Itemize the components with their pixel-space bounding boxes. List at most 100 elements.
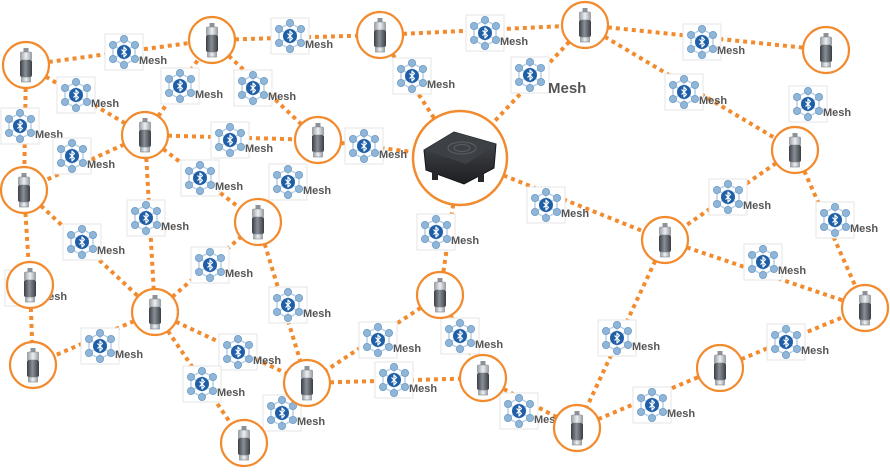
mesh-label: Mesh xyxy=(161,221,189,233)
vibration-sensor-icon xyxy=(659,223,671,258)
mesh-label: Mesh xyxy=(139,55,167,67)
bluetooth-mesh-icon: Mesh xyxy=(268,286,331,324)
vibration-sensor-icon xyxy=(477,361,489,396)
vibration-sensor-node xyxy=(770,125,820,175)
vibration-sensor-node xyxy=(415,270,465,320)
vibration-sensor-icon xyxy=(149,295,161,330)
vibration-sensor-node xyxy=(233,197,283,247)
bluetooth-mesh-icon: Mesh xyxy=(344,127,407,165)
mesh-label: Mesh xyxy=(451,235,479,247)
vibration-sensor-icon xyxy=(714,351,726,386)
vibration-sensor-node xyxy=(695,343,745,393)
vibration-sensor-icon xyxy=(206,23,218,58)
vibration-sensor-node xyxy=(801,25,851,75)
bluetooth-mesh-icon: Mesh xyxy=(126,199,189,237)
mesh-label: Mesh xyxy=(305,39,333,51)
mesh-label: Mesh xyxy=(717,45,745,57)
mesh-label: Mesh xyxy=(253,355,281,367)
vibration-sensor-node xyxy=(187,15,237,65)
mesh-label: Mesh xyxy=(393,343,421,355)
bluetooth-mesh-icon: Mesh xyxy=(262,394,325,432)
vibration-sensor-node xyxy=(0,165,49,215)
vibration-sensor-node xyxy=(355,10,405,60)
mesh-link xyxy=(740,314,845,362)
vibration-sensor-icon xyxy=(571,411,583,446)
bluetooth-mesh-icon: Mesh xyxy=(465,14,528,52)
bluetooth-mesh-icon: Mesh xyxy=(743,243,806,281)
bluetooth-mesh-icon: Mesh xyxy=(56,76,119,114)
vibration-sensor-node xyxy=(293,115,343,165)
mesh-label: Mesh xyxy=(303,308,331,320)
bluetooth-mesh-icon: Mesh xyxy=(210,121,273,159)
mesh-label: Mesh xyxy=(743,200,771,212)
mesh-label: Mesh xyxy=(97,245,125,257)
bluetooth-mesh-icon: Mesh xyxy=(682,23,745,61)
mesh-link xyxy=(502,173,645,234)
mesh-link xyxy=(23,212,31,263)
bluetooth-mesh-icon: Mesh xyxy=(180,159,243,197)
bluetooth-mesh-icon: Mesh xyxy=(788,85,851,123)
mesh-label: Mesh xyxy=(632,341,660,353)
bluetooth-mesh-icon: Mesh xyxy=(233,69,296,107)
mesh-label: Mesh xyxy=(823,107,851,119)
bluetooth-mesh-icon: Mesh xyxy=(268,163,331,201)
vibration-sensor-icon xyxy=(579,8,591,43)
mesh-label: Mesh xyxy=(297,416,325,428)
mesh-label: Mesh xyxy=(195,89,223,101)
mesh-label: Mesh xyxy=(850,223,878,235)
gateway-device-icon xyxy=(423,131,497,185)
bluetooth-mesh-icon: Mesh xyxy=(374,361,437,399)
mesh-link xyxy=(22,87,28,168)
vibration-sensor-node xyxy=(219,418,269,468)
bluetooth-mesh-icon: Mesh xyxy=(218,333,281,371)
bluetooth-mesh-icon: Mesh xyxy=(80,327,143,365)
mesh-label: Mesh xyxy=(561,208,589,220)
vibration-sensor-node xyxy=(8,340,58,390)
vibration-sensor-node xyxy=(640,215,690,265)
mesh-label: Mesh xyxy=(500,36,528,48)
vibration-sensor-icon xyxy=(139,118,151,153)
vibration-sensor-node xyxy=(560,0,610,50)
mesh-label: Mesh xyxy=(87,159,115,171)
vibration-sensor-icon xyxy=(24,268,36,303)
mesh-link xyxy=(167,133,296,142)
bluetooth-mesh-icon: Mesh xyxy=(182,365,245,403)
vibration-sensor-icon xyxy=(434,278,446,313)
bluetooth-mesh-icon: Mesh xyxy=(270,17,333,55)
bluetooth-mesh-icon: Mesh xyxy=(510,56,586,97)
bluetooth-mesh-icon: Mesh xyxy=(664,73,727,111)
vibration-sensor-icon xyxy=(27,348,39,383)
mesh-label: Mesh xyxy=(115,349,143,361)
mesh-label: Mesh xyxy=(778,265,806,277)
mesh-label: Mesh xyxy=(225,268,253,280)
bluetooth-mesh-icon: Mesh xyxy=(440,317,503,355)
bluetooth-mesh-icon: Mesh xyxy=(526,186,589,224)
vibration-sensor-node xyxy=(552,403,602,453)
vibration-sensor-node xyxy=(5,260,55,310)
mesh-label: Mesh xyxy=(91,98,119,110)
mesh-label: Mesh xyxy=(215,181,243,193)
vibration-sensor-node xyxy=(130,287,180,337)
bluetooth-mesh-icon: Mesh xyxy=(392,57,455,95)
bluetooth-mesh-icon: Mesh xyxy=(190,246,253,284)
bluetooth-mesh-icon: Mesh xyxy=(499,392,562,430)
vibration-sensor-node xyxy=(458,353,508,403)
vibration-sensor-icon xyxy=(238,426,250,461)
bluetooth-mesh-icon: Mesh xyxy=(104,33,167,71)
bluetooth-mesh-icon: Mesh xyxy=(358,321,421,359)
vibration-sensor-node xyxy=(282,358,332,408)
vibration-sensor-icon xyxy=(252,205,264,240)
mesh-label: Mesh xyxy=(801,345,829,357)
mesh-link xyxy=(28,307,35,343)
bluetooth-mesh-icon: Mesh xyxy=(815,201,878,239)
bluetooth-mesh-icon: Mesh xyxy=(632,386,695,424)
mesh-link xyxy=(597,375,700,421)
mesh-label: Mesh xyxy=(699,95,727,107)
bluetooth-mesh-icon: Mesh xyxy=(597,319,660,357)
mesh-label: Mesh xyxy=(379,149,407,161)
mesh-label: Mesh xyxy=(245,143,273,155)
vibration-sensor-node xyxy=(1,40,51,90)
